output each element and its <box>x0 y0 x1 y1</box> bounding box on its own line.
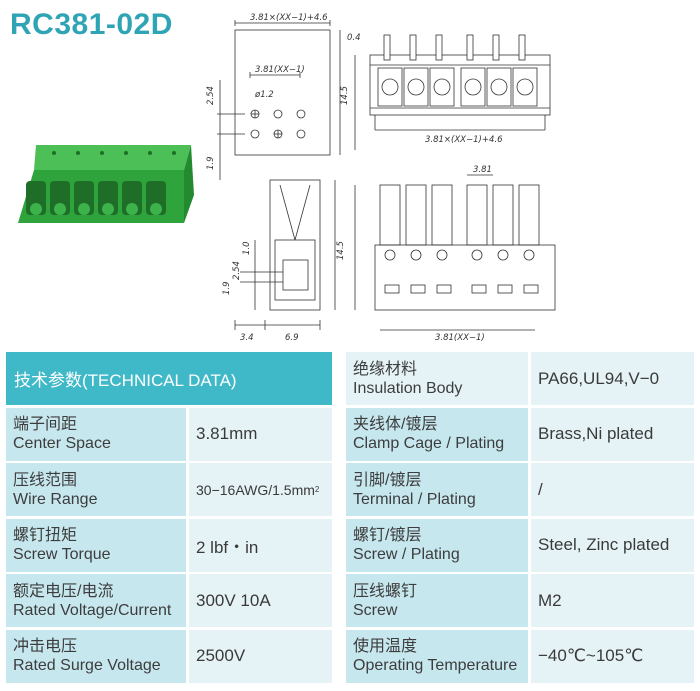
label-zh: 使用温度 <box>353 638 418 655</box>
row-label: 压线范围 Wire Range <box>6 463 186 516</box>
label-zh: 引脚/镀层 <box>353 471 422 489</box>
dim-bottom-formula: 3.81×(XX−1)+4.6 <box>425 135 503 145</box>
label-zh: 夹线体/镀层 <box>353 416 438 433</box>
table-row: 压线螺钉 Screw M2 <box>346 574 694 627</box>
dim-14-5-side: 14.5 <box>336 241 346 260</box>
row-value: −40℃~105℃ <box>531 629 694 683</box>
table-row: 端子间距 Center Space 3.81mm <box>6 407 332 461</box>
table-header: 技术参数(TECHNICAL DATA) <box>6 352 332 405</box>
dim-1-0: 1.0 <box>242 241 252 255</box>
table-row: 冲击电压 Rated Surge Voltage 2500V <box>6 629 332 683</box>
row-value: / <box>531 463 694 516</box>
row-label: 冲击电压 Rated Surge Voltage <box>6 629 186 683</box>
row-label: 额定电压/电流 Rated Voltage/Current <box>6 574 186 627</box>
row-label: 端子间距 Center Space <box>6 407 186 461</box>
row-value: Steel, Zinc plated <box>531 518 694 572</box>
technical-data-table-right: 绝缘材料 Insulation Body PA66,UL94,V−0 夹线体/镀… <box>346 352 694 685</box>
dim-0-4: 0.4 <box>347 33 361 43</box>
dim-1-9: 1.9 <box>206 156 216 170</box>
dim-14-5-top: 14.5 <box>340 86 350 105</box>
label-en: Rated Voltage/Current <box>13 601 172 619</box>
wire-range-value: 30−16AWG/1.5mm <box>196 481 315 498</box>
label-en: Operating Temperature <box>353 657 518 674</box>
dim-3-4: 3.4 <box>240 333 254 343</box>
label-zh: 压线范围 <box>13 471 78 489</box>
label-zh: 绝缘材料 <box>353 360 418 378</box>
row-value: PA66,UL94,V−0 <box>531 352 694 405</box>
label-en: Wire Range <box>13 490 98 508</box>
row-value: 2500V <box>189 629 332 683</box>
label-zh: 螺钉/镀层 <box>353 527 422 544</box>
row-value: M2 <box>531 574 694 627</box>
wire-range-sup: 2 <box>314 485 320 494</box>
row-label: 夹线体/镀层 Clamp Cage / Plating <box>346 407 528 461</box>
label-zh: 压线螺钉 <box>353 582 418 600</box>
row-label: 压线螺钉 Screw <box>346 574 528 627</box>
row-value: Brass,Ni plated <box>531 407 694 461</box>
row-label: 螺钉扭矩 Screw Torque <box>6 518 186 572</box>
dim-6-9: 6.9 <box>285 333 299 343</box>
dim-2-54: 2.54 <box>206 86 216 105</box>
label-zh: 额定电压/电流 <box>13 582 114 600</box>
label-zh: 冲击电压 <box>13 638 78 655</box>
dim-2-54-side: 2.54 <box>232 261 242 280</box>
row-label: 螺钉/镀层 Screw / Plating <box>346 518 528 572</box>
label-en: Center Space <box>13 435 111 452</box>
technical-drawing: 3.81×(XX−1)+4.6 3.81(XX−1) ø1.2 2.54 1.9… <box>206 13 556 343</box>
dim-1-9-side: 1.9 <box>222 281 232 295</box>
label-en: Terminal / Plating <box>353 490 476 508</box>
dim-3-81: 3.81 <box>473 165 492 175</box>
label-en: Rated Surge Voltage <box>13 657 161 674</box>
dim-width-formula: 3.81×(XX−1)+4.6 <box>250 13 328 23</box>
row-value: 300V 10A <box>189 574 332 627</box>
table-row: 额定电压/电流 Rated Voltage/Current 300V 10A <box>6 574 332 627</box>
table-row: 螺钉/镀层 Screw / Plating Steel, Zinc plated <box>346 518 694 572</box>
product-image <box>18 145 194 223</box>
row-value: 3.81mm <box>189 407 332 461</box>
dim-side-formula: 3.81(XX−1) <box>435 333 485 343</box>
label-en: Screw Torque <box>13 546 111 563</box>
row-label: 绝缘材料 Insulation Body <box>346 352 528 405</box>
label-en: Insulation Body <box>353 379 463 397</box>
dim-hole: ø1.2 <box>254 90 274 100</box>
table-row: 螺钉扭矩 Screw Torque 2 lbf・in <box>6 518 332 572</box>
label-zh: 螺钉扭矩 <box>13 527 78 544</box>
row-label: 引脚/镀层 Terminal / Plating <box>346 463 528 516</box>
label-en: Clamp Cage / Plating <box>353 435 505 452</box>
page-title: RC381-02D <box>10 8 173 41</box>
table-row: 使用温度 Operating Temperature −40℃~105℃ <box>346 629 694 683</box>
row-label: 使用温度 Operating Temperature <box>346 629 528 683</box>
label-zh: 端子间距 <box>13 416 78 433</box>
label-en: Screw <box>353 601 398 619</box>
dim-pitch-formula: 3.81(XX−1) <box>255 65 305 75</box>
table-row: 绝缘材料 Insulation Body PA66,UL94,V−0 <box>346 352 694 405</box>
technical-data-table-left: 技术参数(TECHNICAL DATA) 端子间距 Center Space 3… <box>6 352 332 685</box>
label-en: Screw / Plating <box>353 546 460 563</box>
table-row: 引脚/镀层 Terminal / Plating / <box>346 463 694 516</box>
row-value: 2 lbf・in <box>189 518 332 572</box>
table-row: 夹线体/镀层 Clamp Cage / Plating Brass,Ni pla… <box>346 407 694 461</box>
